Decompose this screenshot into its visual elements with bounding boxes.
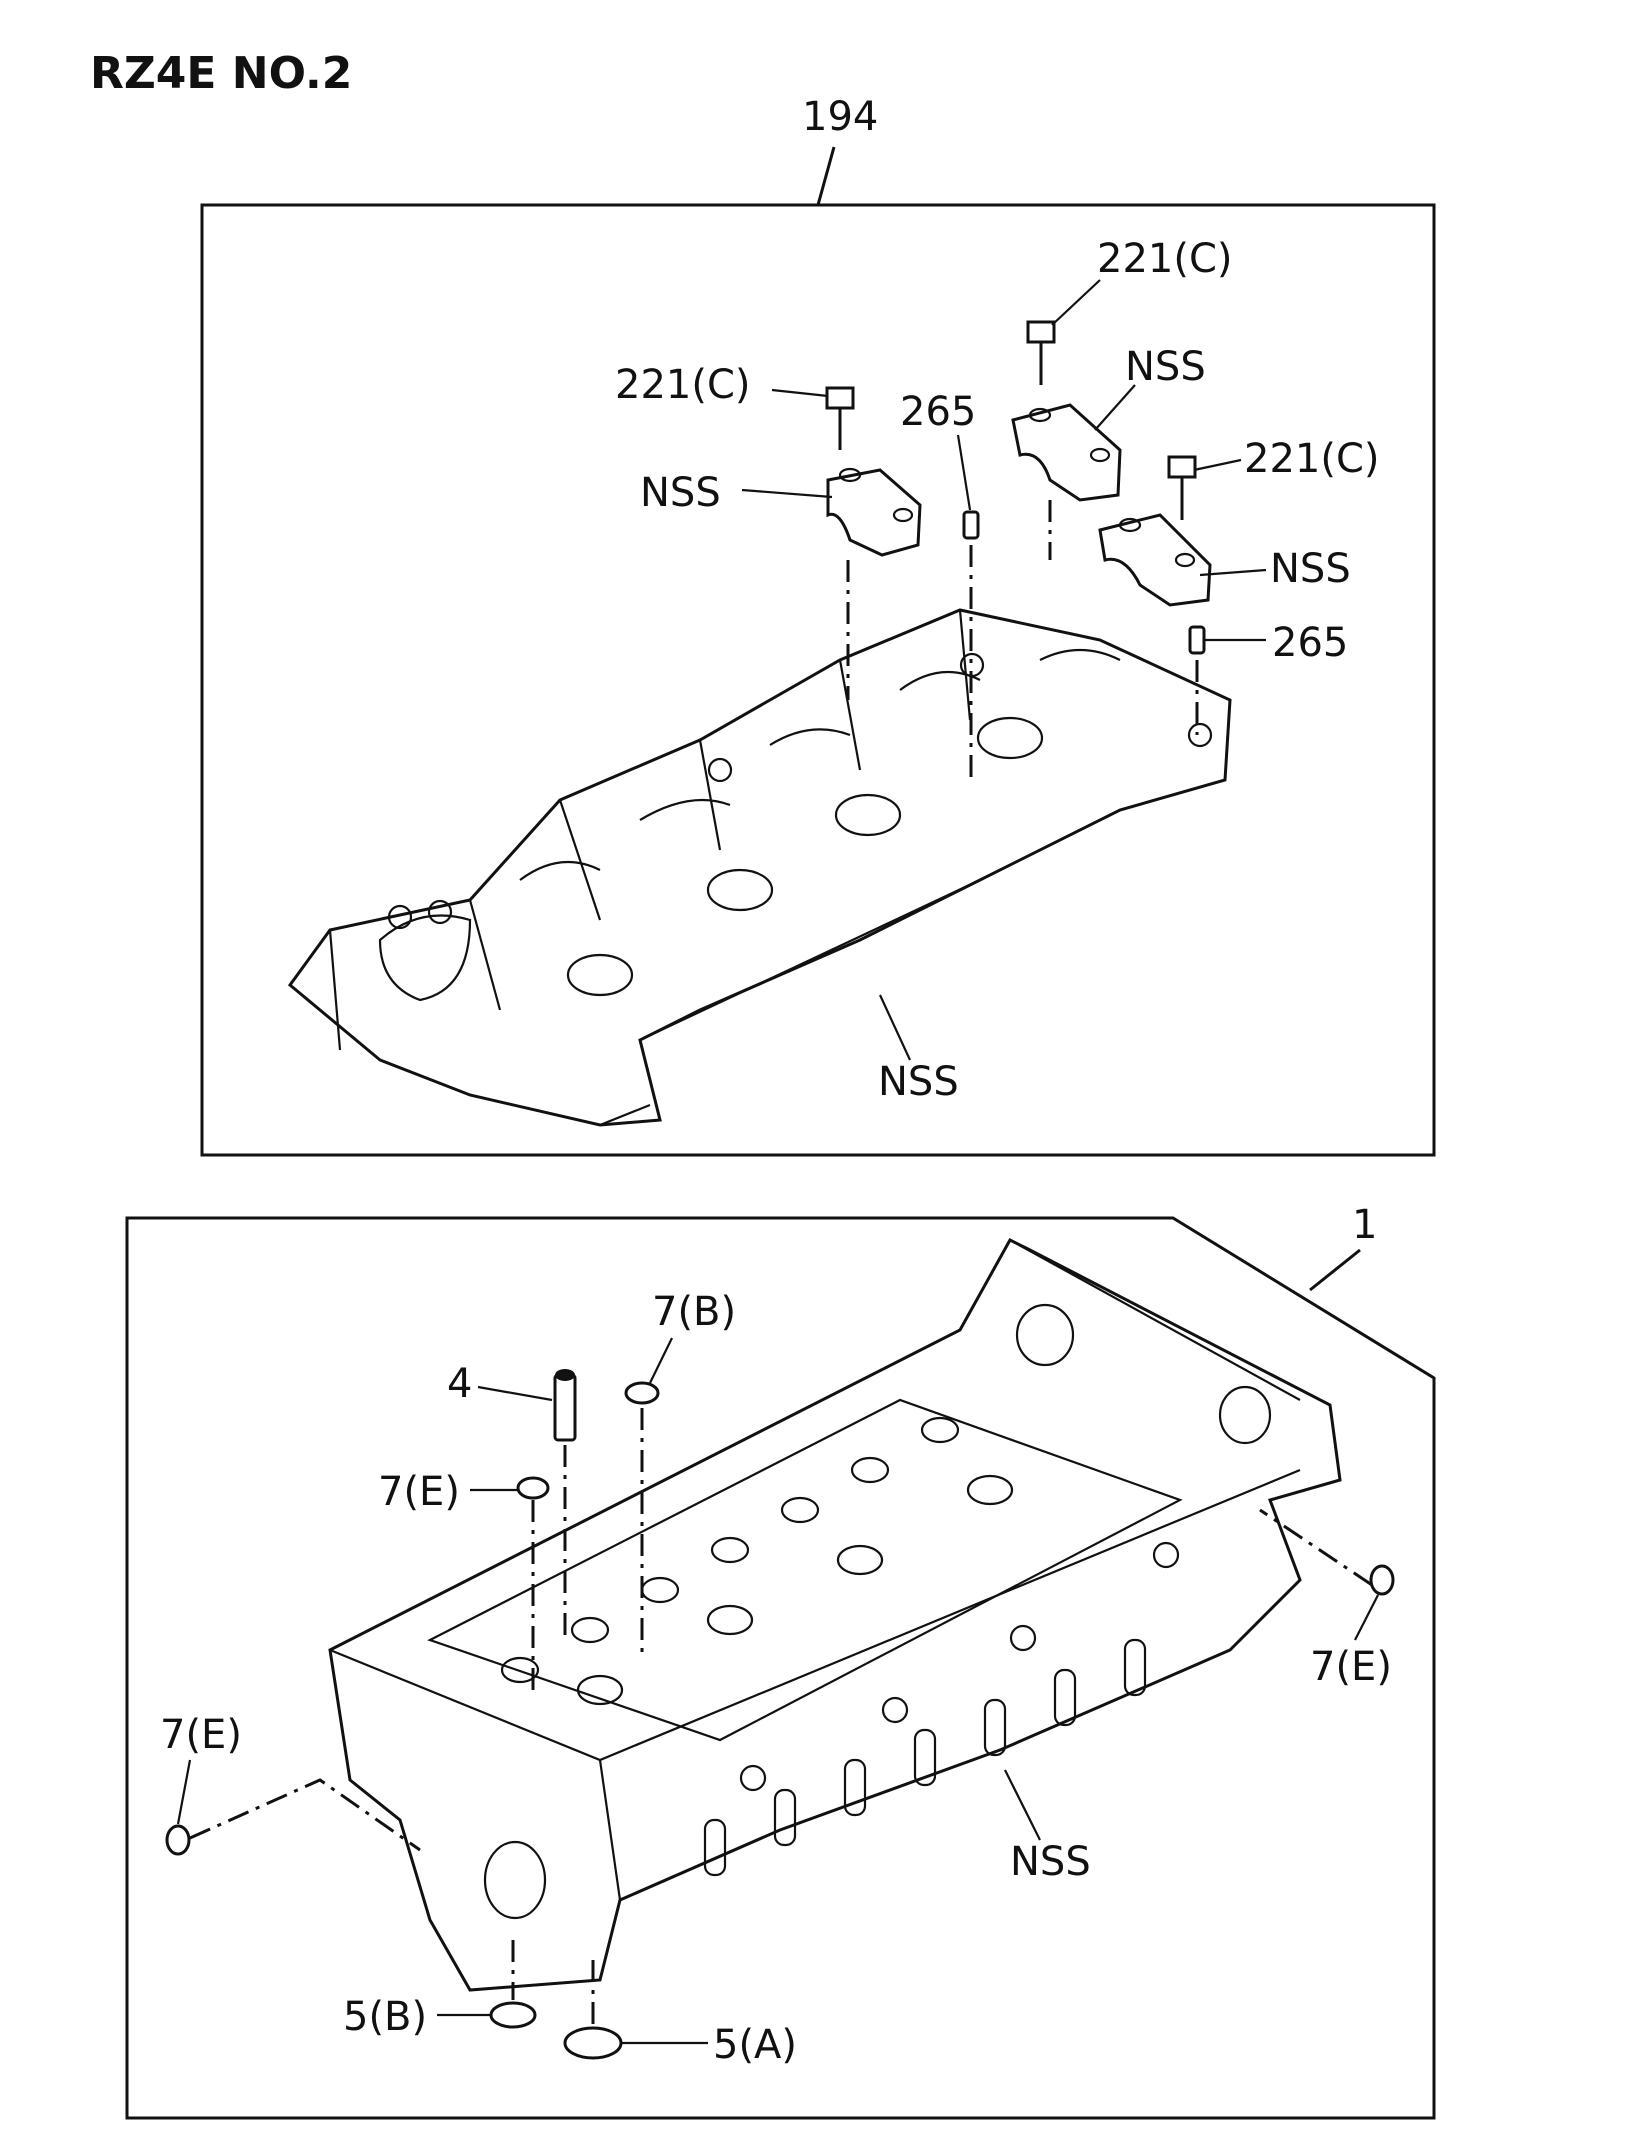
leader-bolt-middle <box>1051 279 1101 326</box>
bolt-right <box>1167 455 1197 520</box>
lower-frame <box>125 1216 1436 2120</box>
leader-bolt-left <box>771 388 829 398</box>
lower-assembly: 1 <box>125 1202 1436 2120</box>
assembly-line-7e-left <box>189 1778 421 1852</box>
label-seal-5a: 5(A) <box>713 2022 797 2068</box>
label-seal-7e-left: 7(E) <box>160 1712 242 1758</box>
upper-callout-leader <box>816 146 836 206</box>
seal-5b <box>489 2001 537 2029</box>
leader-pin-left <box>956 434 972 511</box>
label-bolt-right: 221(C) <box>1244 436 1380 482</box>
leader-cap-left <box>741 488 833 499</box>
label-bolt-middle: 221(C) <box>1097 236 1233 282</box>
bearing-cap-right <box>1098 513 1212 607</box>
label-seal-5b: 5(B) <box>343 1994 427 2040</box>
leader-cap-middle <box>1094 384 1136 431</box>
lower-callout-leader <box>1309 1248 1361 1292</box>
seal-7b <box>624 1381 660 1405</box>
leader-bolt-right <box>1193 458 1242 472</box>
label-pin-right: 265 <box>1272 620 1348 666</box>
seal-5a <box>563 2026 623 2060</box>
seal-7e-left <box>165 1824 191 1856</box>
label-seal-7e-top: 7(E) <box>378 1469 460 1515</box>
leader-head <box>1004 1769 1041 1841</box>
bolt-left <box>825 386 855 450</box>
label-housing: NSS <box>878 1059 959 1105</box>
label-head: NSS <box>1010 1839 1091 1885</box>
label-cap-right: NSS <box>1270 546 1351 592</box>
label-seal-7b: 7(B) <box>652 1289 736 1335</box>
upper-callout-194: 194 <box>802 94 878 140</box>
bolt-middle <box>1026 320 1056 385</box>
leader-valve-guide <box>477 1385 553 1402</box>
camshaft-housing <box>287 608 1232 1127</box>
label-pin-left: 265 <box>900 389 976 435</box>
label-seal-7e-right: 7(E) <box>1310 1644 1392 1690</box>
label-cap-middle: NSS <box>1125 344 1206 390</box>
leader-cap-right <box>1199 568 1267 577</box>
leader-seal-7b <box>649 1337 673 1384</box>
upper-assembly: 194 <box>200 94 1436 1157</box>
diagram-title: RZ4E NO.2 <box>90 48 352 99</box>
seal-7e-top <box>516 1476 550 1500</box>
label-valve-guide: 4 <box>447 1361 472 1407</box>
leader-seal-7e-left <box>176 1759 192 1825</box>
lower-callout-1: 1 <box>1352 1202 1377 1248</box>
pin-right <box>1188 625 1206 655</box>
leader-seal-7e-right <box>1354 1594 1379 1641</box>
label-cap-left: NSS <box>640 470 721 516</box>
pin-left <box>962 510 980 540</box>
bearing-cap-left <box>826 467 922 557</box>
label-bolt-left: 221(C) <box>615 362 751 408</box>
bearing-cap-middle <box>1011 403 1122 502</box>
seal-7e-right <box>1369 1564 1395 1596</box>
valve-guide <box>553 1369 577 1442</box>
cylinder-head <box>328 1238 1342 1992</box>
leader-housing <box>879 994 911 1061</box>
